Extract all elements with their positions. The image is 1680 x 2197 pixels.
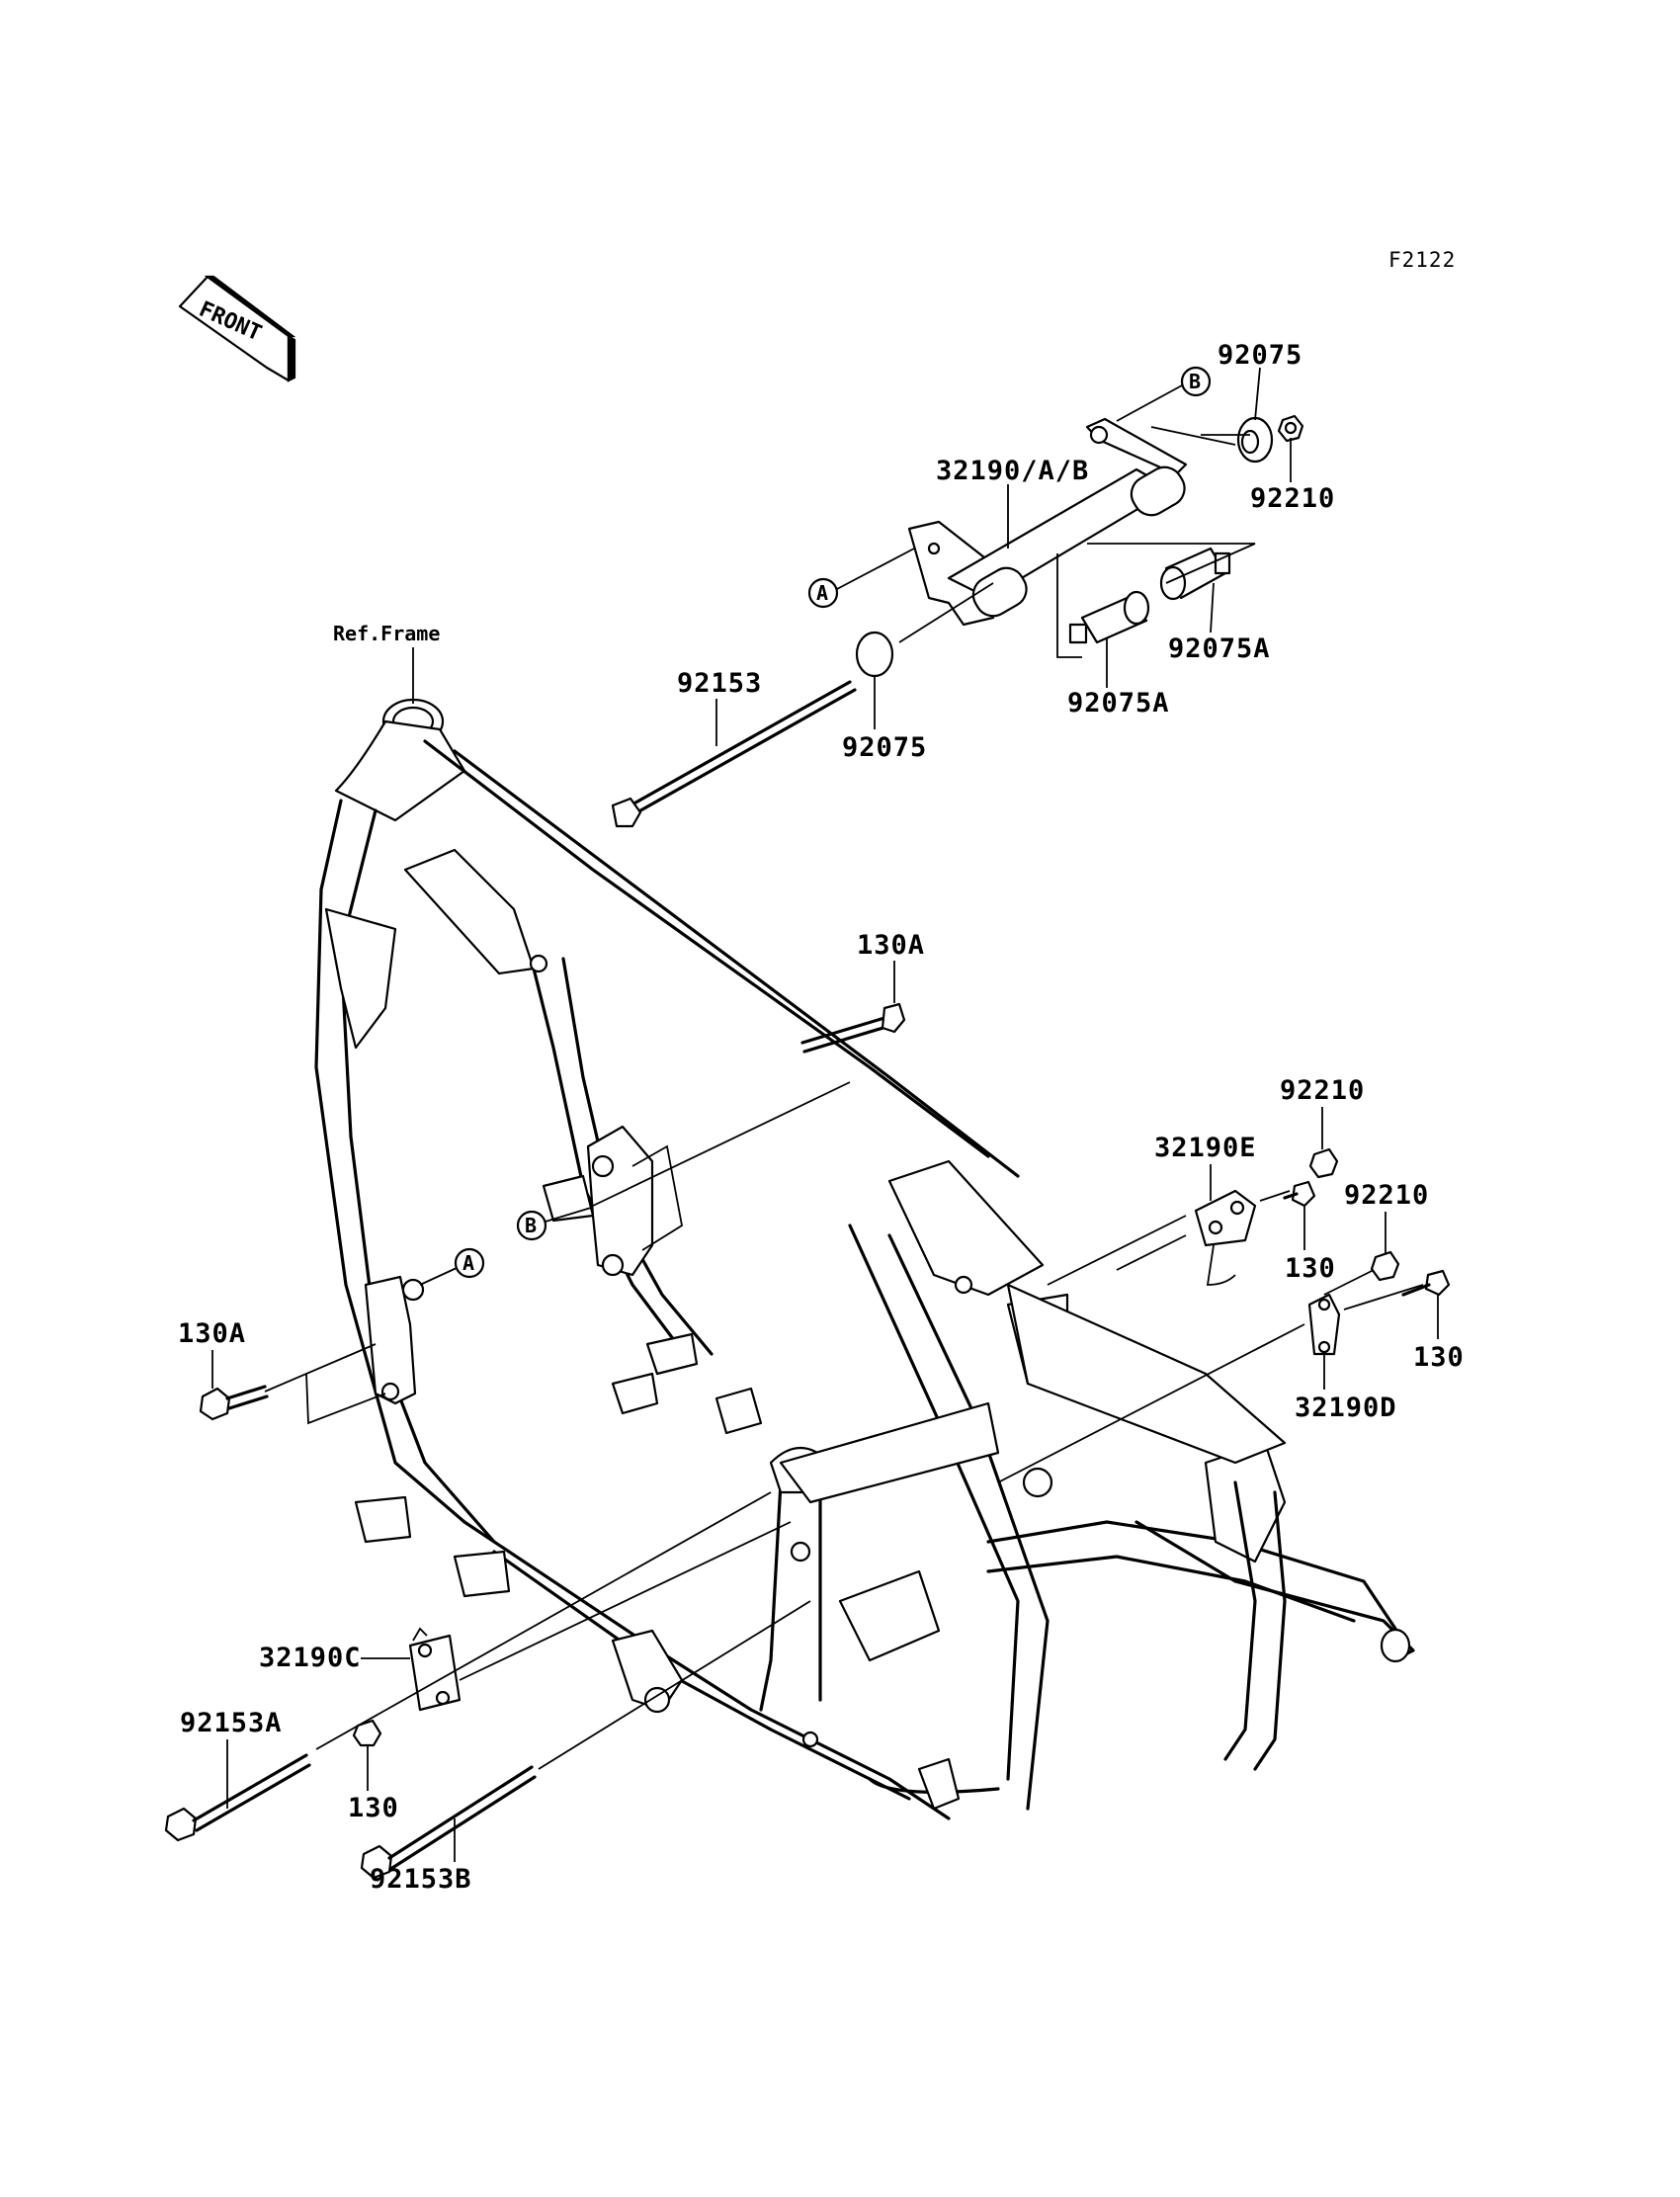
- part-label-130-mid: 130: [1285, 1253, 1336, 1284]
- part-label-92075a-right: 92075A: [1168, 634, 1271, 664]
- part-label-92153: 92153: [677, 668, 762, 699]
- callout-b-left: B: [516, 1207, 592, 1241]
- svg-text:A: A: [462, 1251, 474, 1275]
- bolt-92153a: [164, 1753, 311, 1842]
- part-label-32190e: 32190E: [1154, 1133, 1257, 1163]
- part-label-92210-mid: 92210: [1280, 1075, 1365, 1106]
- left-mount-bracket-a: [364, 1275, 425, 1405]
- bolt-130-bottom: [352, 1719, 382, 1747]
- bracket-32190c: [408, 1627, 462, 1712]
- ref-frame-label: Ref.Frame: [333, 622, 440, 645]
- bolt-130-right: [1401, 1269, 1451, 1297]
- bolt-92153b: [360, 1765, 537, 1880]
- nut-92210-top: [1277, 414, 1304, 443]
- figure-code: F2122: [1388, 248, 1456, 272]
- washer-92075-bottom: [855, 631, 894, 678]
- nut-92210-mid: [1308, 1147, 1339, 1179]
- svg-text:B: B: [525, 1214, 537, 1237]
- bracket-32190d: [1307, 1293, 1341, 1356]
- part-label-32190ab: 32190/A/B: [936, 456, 1089, 486]
- part-label-130a-mid: 130A: [857, 930, 925, 961]
- part-label-130-bottom: 130: [348, 1793, 399, 1823]
- nut-92210-right: [1370, 1250, 1400, 1282]
- front-arrow-icon: FRONT: [178, 275, 296, 382]
- damper-92075a-left: [1068, 590, 1150, 644]
- part-label-92153b: 92153B: [370, 1864, 472, 1895]
- upper-engine-mount-bracket: [907, 417, 1188, 627]
- svg-text:B: B: [1189, 370, 1201, 393]
- bolt-92153: [611, 680, 857, 828]
- callout-a-left: A: [419, 1247, 485, 1286]
- part-label-32190c: 32190C: [259, 1643, 362, 1673]
- assembly-lines: [264, 426, 1424, 1770]
- part-label-92153a: 92153A: [180, 1708, 283, 1738]
- bolt-130-mid: [1283, 1180, 1316, 1208]
- part-label-92210-top: 92210: [1250, 483, 1335, 514]
- callout-a-top: A: [807, 548, 915, 609]
- bolt-130a-left: [199, 1385, 269, 1421]
- damper-92075a-right: [1159, 547, 1231, 601]
- bolt-130a-mid: [800, 1002, 906, 1054]
- motorcycle-frame: [314, 698, 1415, 1820]
- svg-text:A: A: [816, 581, 828, 605]
- part-label-130-right: 130: [1413, 1342, 1465, 1373]
- bracket-32190e: [1194, 1189, 1257, 1286]
- part-label-92075-top: 92075: [1218, 340, 1302, 371]
- part-label-32190d: 32190D: [1295, 1393, 1397, 1423]
- part-label-92075a-left: 92075A: [1067, 688, 1170, 718]
- washer-92075-top: [1236, 416, 1274, 464]
- callout-b-top: B: [1116, 366, 1212, 422]
- part-label-92075-bottom: 92075: [842, 732, 927, 763]
- part-label-92210-right: 92210: [1344, 1180, 1429, 1211]
- left-mount-bracket-b: [586, 1125, 654, 1277]
- part-label-130a-left: 130A: [178, 1318, 246, 1349]
